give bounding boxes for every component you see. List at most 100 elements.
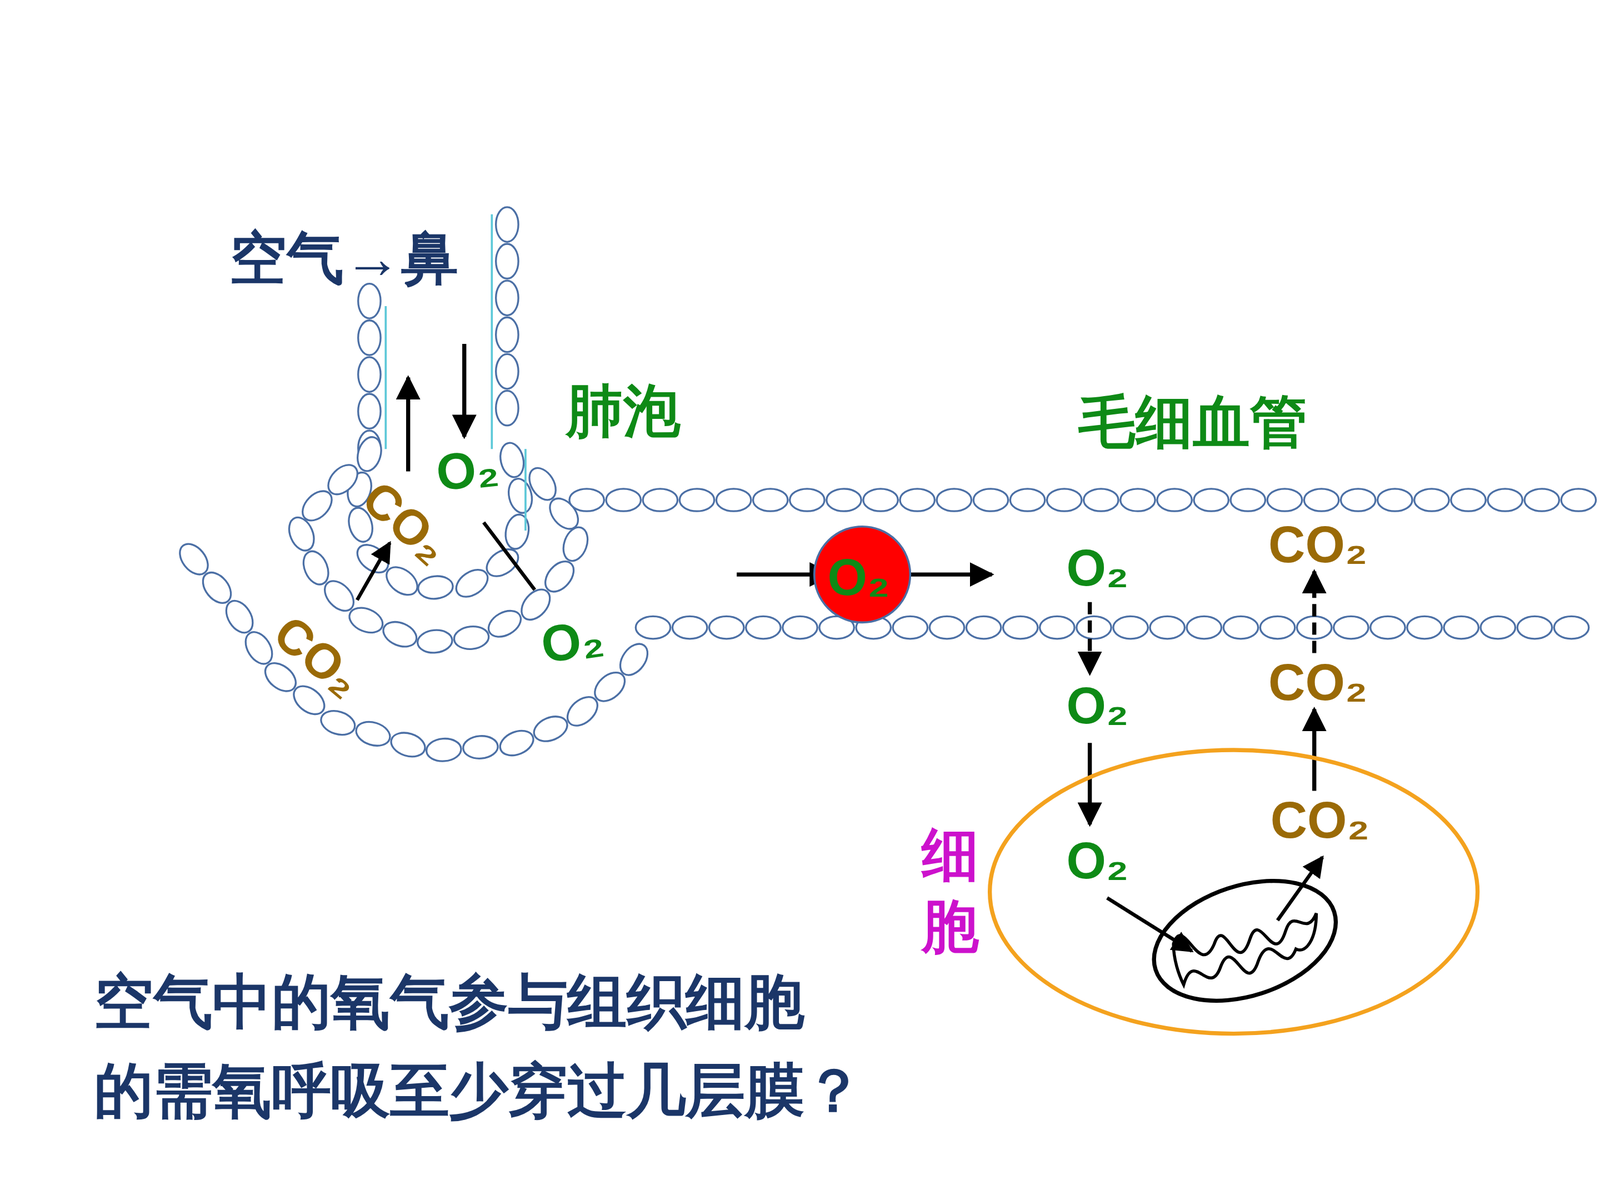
membrane-bead (1451, 488, 1486, 512)
arrow (1087, 602, 1092, 674)
membrane-bead (502, 512, 532, 552)
membrane-bead (635, 616, 670, 639)
membrane-bead (425, 737, 462, 763)
membrane-bead (496, 317, 519, 352)
gas-label: O₂ (827, 550, 890, 607)
membrane-bead (826, 488, 862, 512)
membrane-bead (388, 728, 429, 761)
membrane-bead (900, 488, 935, 512)
membrane-bead (606, 488, 641, 512)
arrow (1277, 857, 1323, 921)
membrane-bead (1040, 616, 1075, 639)
membrane-bead (1113, 616, 1148, 639)
membrane-bead (642, 488, 678, 512)
membrane-bead (1076, 616, 1112, 639)
membrane-bead (416, 628, 454, 654)
membrane-bead (1046, 488, 1082, 512)
membrane-bead (1186, 616, 1222, 639)
arrow (1312, 709, 1317, 792)
membrane-bead (1340, 488, 1375, 512)
arrow (406, 377, 410, 472)
membrane-bead (284, 513, 319, 555)
membrane-bead (483, 605, 525, 643)
membrane-bead (672, 616, 707, 639)
membrane-bead (1333, 616, 1369, 639)
membrane-bead (496, 726, 538, 760)
membrane-bead (318, 707, 359, 739)
airway-lining (524, 448, 527, 531)
membrane-bead (496, 280, 519, 315)
membrane-bead (1407, 616, 1442, 639)
membrane-bead (1260, 616, 1295, 639)
arrow (357, 542, 390, 600)
membrane-bead (892, 616, 928, 639)
membrane-bead (1553, 616, 1589, 639)
membrane (174, 207, 1597, 763)
mitochondrion-cristae (1173, 913, 1317, 985)
gas-label: O₂ (1066, 833, 1129, 890)
membrane-bead (452, 625, 490, 651)
mitochondrion (1138, 859, 1352, 1023)
membrane-bead (539, 556, 579, 598)
membrane-bead (1443, 616, 1479, 639)
membrane-bead (1120, 488, 1155, 512)
membrane-bead (782, 616, 818, 639)
membrane-bead (716, 488, 751, 512)
arrow (483, 522, 535, 590)
membrane-bead (1010, 488, 1045, 512)
membrane-bead (863, 488, 898, 512)
membrane-bead (496, 390, 519, 425)
membrane-bead (1223, 616, 1258, 639)
membrane-bead (746, 616, 781, 639)
air-path-label: 空气→鼻 (229, 226, 458, 290)
membrane-bead (345, 603, 387, 638)
membrane-bead (1083, 488, 1119, 512)
gas-label: CO₂ (1268, 517, 1368, 574)
membrane-bead (966, 616, 1001, 639)
gas-label: O₂ (1066, 540, 1129, 597)
membrane-bead (1003, 616, 1038, 639)
membrane-bead (929, 616, 964, 639)
gas-label: O₂ (537, 609, 608, 674)
membrane-bead (379, 617, 420, 652)
membrane-bead (1414, 488, 1449, 512)
membrane-bead (558, 523, 592, 564)
membrane-bead (1303, 488, 1339, 512)
airway-lining (490, 214, 493, 449)
membrane-bead (1193, 488, 1229, 512)
alveolus-label: 肺泡 (566, 379, 681, 443)
membrane-bead (1517, 616, 1552, 639)
membrane-bead (462, 735, 499, 760)
arrow (1087, 742, 1092, 825)
cell-label: 细胞 (921, 819, 983, 963)
membrane-bead (220, 596, 258, 638)
membrane-bead (973, 488, 1008, 512)
membrane-bead (358, 357, 381, 392)
membrane-bead (679, 488, 714, 512)
gas-label: O₂ (1066, 678, 1129, 735)
membrane-bead (523, 463, 562, 505)
arrow (900, 572, 992, 577)
membrane-bead (530, 711, 572, 746)
membrane-bead (496, 353, 519, 389)
question-caption: 空气中的氧气参与组织细胞 的需氧呼吸至少穿过几层膜？ (93, 957, 1115, 1135)
membrane-bead (790, 488, 825, 512)
cell-membrane (990, 750, 1478, 1034)
membrane-bead (753, 488, 788, 512)
membrane-bead (1150, 616, 1185, 639)
membrane-bead (1487, 488, 1523, 512)
cell-outline (987, 747, 1480, 1036)
membrane-bead (1480, 616, 1515, 639)
membrane-bead (358, 320, 381, 355)
membrane-bead (358, 393, 381, 429)
membrane-bead (1370, 616, 1405, 639)
membrane-bead (614, 638, 653, 680)
membrane-bead (497, 440, 527, 480)
membrane-bead (1377, 488, 1413, 512)
arrow (1312, 571, 1317, 654)
gas-label: CO₂ (1270, 792, 1370, 849)
membrane-bead (1561, 488, 1596, 512)
membrane-bead (353, 434, 385, 474)
arrow (1107, 897, 1192, 952)
